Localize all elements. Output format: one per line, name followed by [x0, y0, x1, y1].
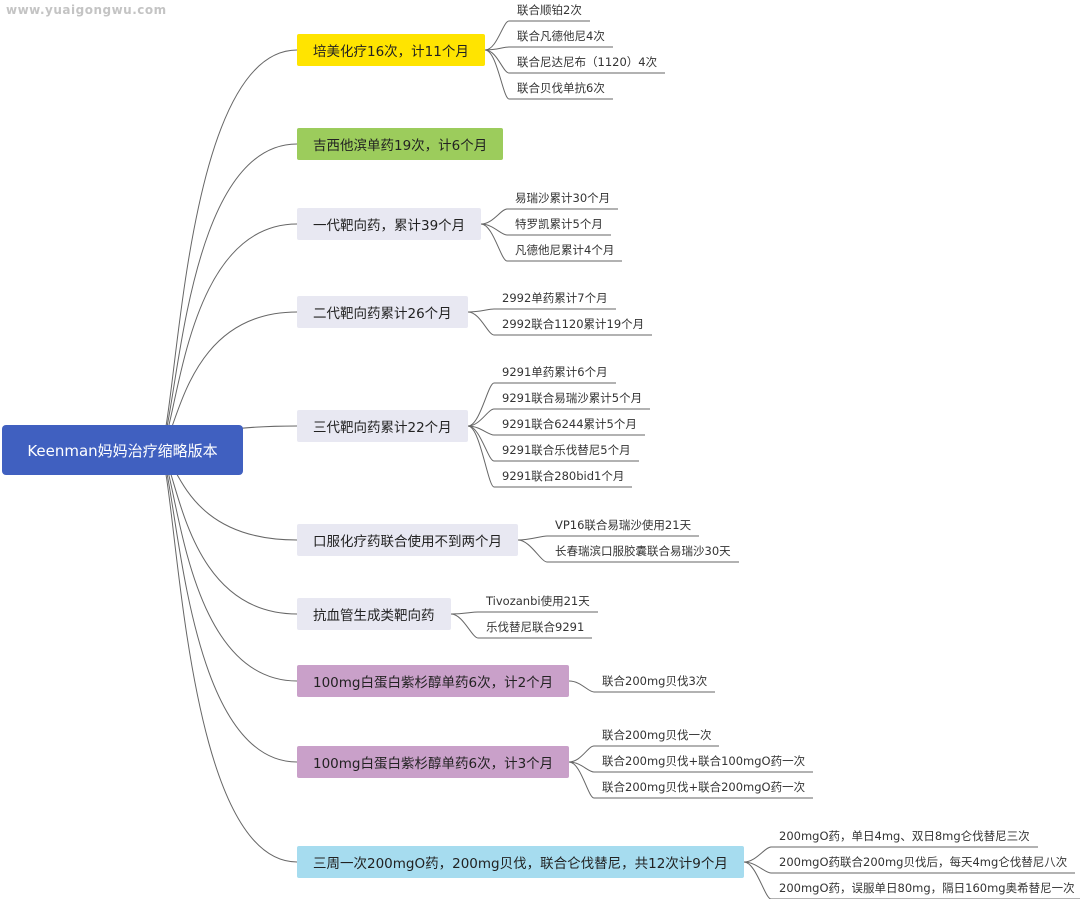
branch-pemetrexed[interactable]: 培美化疗16次，计11个月: [297, 34, 485, 66]
branch-antiangiogenic[interactable]: 抗血管生成类靶向药: [297, 598, 451, 630]
leaf-antiangiogenic-1: Tivozanbi使用21天: [486, 594, 590, 608]
leaf-first-gen-3: 凡德他尼累计4个月: [515, 243, 615, 257]
leaf-third-gen-5: 9291联合280bid1个月: [502, 469, 625, 483]
leaf-o-drug-3: 200mgO药，误服单日80mg，隔日160mg奥希替尼一次: [779, 881, 1075, 895]
leaf-nab-paclitaxel-2m-1: 联合200mg贝伐3次: [602, 674, 708, 688]
leaf-antiangiogenic-2: 乐伐替尼联合9291: [486, 620, 585, 634]
leaf-second-gen-1: 2992单药累计7个月: [502, 291, 608, 305]
leaf-third-gen-3: 9291联合6244累计5个月: [502, 417, 637, 431]
root-node[interactable]: Keenman妈妈治疗缩略版本: [2, 425, 243, 475]
branch-nab-paclitaxel-2m[interactable]: 100mg白蛋白紫杉醇单药6次，计2个月: [297, 665, 570, 697]
leaf-first-gen-2: 特罗凯累计5个月: [515, 217, 603, 231]
leaf-nab-paclitaxel-3m-3: 联合200mg贝伐+联合200mgO药一次: [602, 780, 806, 794]
leaf-first-gen-1: 易瑞沙累计30个月: [515, 191, 611, 205]
branch-o-drug-regimen[interactable]: 三周一次200mgO药，200mg贝伐，联合仑伐替尼，共12次计9个月: [297, 846, 744, 878]
branch-second-gen-tki[interactable]: 二代靶向药累计26个月: [297, 296, 468, 328]
leaf-third-gen-4: 9291联合乐伐替尼5个月: [502, 443, 631, 457]
leaf-o-drug-1: 200mgO药，单日4mg、双日8mg仑伐替尼三次: [779, 829, 1030, 843]
leaf-third-gen-1: 9291单药累计6个月: [502, 365, 608, 379]
branch-third-gen-tki[interactable]: 三代靶向药累计22个月: [297, 410, 468, 442]
branch-nab-paclitaxel-3m[interactable]: 100mg白蛋白紫杉醇单药6次，计3个月: [297, 746, 570, 778]
watermark: www.yuaigongwu.com: [6, 3, 167, 17]
leaf-o-drug-2: 200mgO药联合200mg贝伐后，每天4mg仑伐替尼八次: [779, 855, 1068, 869]
leaf-pemetrexed-2: 联合凡德他尼4次: [517, 29, 605, 43]
branch-first-gen-tki[interactable]: 一代靶向药，累计39个月: [297, 208, 482, 240]
leaf-oral-chemo-1: VP16联合易瑞沙使用21天: [555, 518, 692, 532]
leaf-nab-paclitaxel-3m-2: 联合200mg贝伐+联合100mgO药一次: [602, 754, 806, 768]
leaf-oral-chemo-2: 长春瑞滨口服胶囊联合易瑞沙30天: [555, 544, 731, 558]
leaf-third-gen-2: 9291联合易瑞沙累计5个月: [502, 391, 643, 405]
leaf-pemetrexed-3: 联合尼达尼布（1120）4次: [517, 55, 658, 69]
branch-gemcitabine[interactable]: 吉西他滨单药19次，计6个月: [297, 128, 504, 160]
leaf-nab-paclitaxel-3m-1: 联合200mg贝伐一次: [602, 728, 712, 742]
leaf-second-gen-2: 2992联合1120累计19个月: [502, 317, 645, 331]
branch-oral-chemo[interactable]: 口服化疗药联合使用不到两个月: [297, 524, 518, 556]
leaf-pemetrexed-4: 联合贝伐单抗6次: [517, 81, 605, 95]
leaf-pemetrexed-1: 联合顺铂2次: [517, 3, 582, 17]
